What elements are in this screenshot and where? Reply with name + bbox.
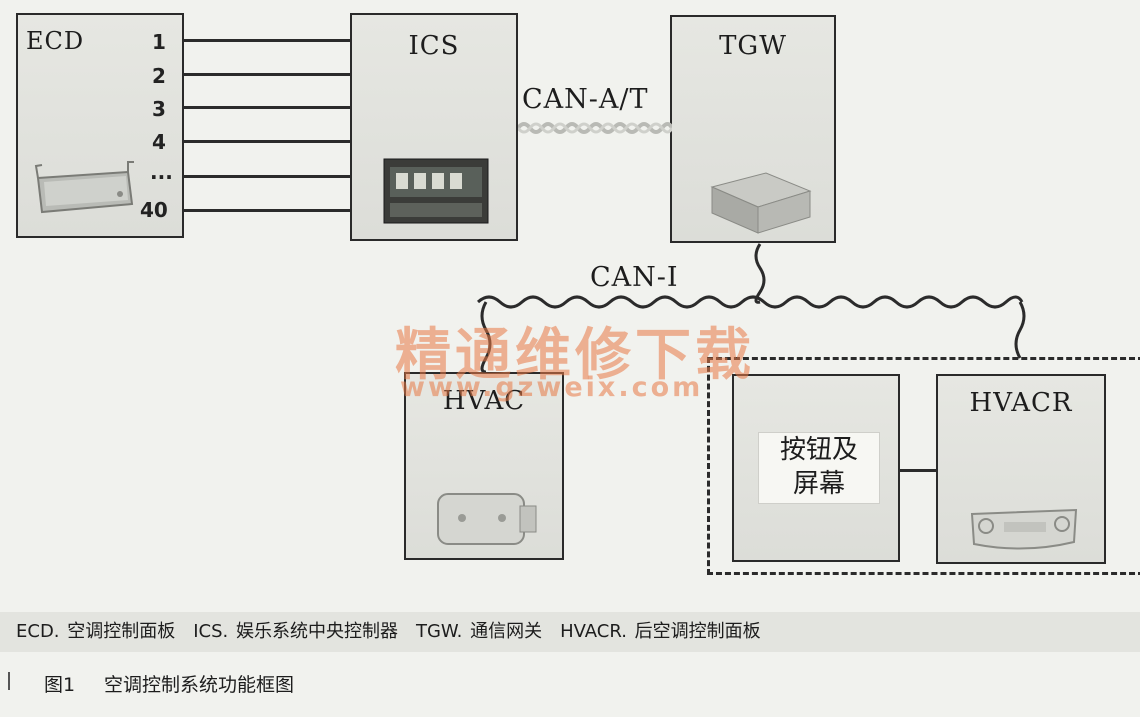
hvac-block: HVAC: [404, 372, 564, 560]
pin-wire-4: [184, 140, 352, 143]
pin-wire-1: [184, 39, 352, 42]
buttons-screen-label-line2: 屏幕: [792, 469, 845, 499]
ics-unit-image: [383, 158, 489, 224]
pin-3-label: 3: [152, 97, 166, 121]
tgw-label: TGW: [719, 31, 787, 61]
buttons-screen-label-line1: 按钮及: [779, 435, 858, 465]
watermark-url: www.gzweix.com: [400, 372, 704, 403]
can-i-label: CAN-I: [590, 262, 679, 293]
ics-block: ICS: [350, 13, 518, 241]
hvacr-block: HVACR: [936, 374, 1106, 564]
ecd-panel-image: [34, 161, 134, 214]
pin-wire-3: [184, 106, 352, 109]
figure-title: 空调控制系统功能框图: [104, 674, 295, 696]
buttons-to-hvacr-wire: [899, 469, 937, 472]
watermark-chinese: 精通维修下载: [395, 323, 755, 388]
can-at-wire: [518, 122, 672, 134]
pin-1-label: 1: [152, 30, 166, 54]
pin-wire-5: [184, 175, 352, 178]
caption-marker: [8, 672, 10, 690]
figure-number: 图1: [44, 674, 76, 696]
pin-ellipsis-label: ...: [150, 160, 173, 184]
hvac-label: HVAC: [442, 386, 526, 416]
ecd-block: ECD: [16, 13, 184, 238]
ecd-label: ECD: [26, 27, 85, 55]
ics-label: ICS: [408, 31, 460, 61]
pin-4-label: 4: [152, 130, 166, 154]
buttons-screen-label: 按钮及 屏幕: [758, 432, 880, 504]
pin-40-label: 40: [140, 198, 168, 222]
hvacr-label: HVACR: [969, 388, 1073, 418]
can-at-label: CAN-A/T: [522, 84, 649, 115]
hvac-module-image: [437, 493, 537, 545]
rear-climate-group: [707, 357, 1140, 575]
pin-2-label: 2: [152, 64, 166, 88]
pin-wire-2: [184, 73, 352, 76]
hvacr-panel-image: [970, 508, 1078, 550]
pin-wire-40: [184, 209, 352, 212]
legend: ECD. 空调控制面板 ICS. 娱乐系统中央控制器 TGW. 通信网关 HVA…: [0, 612, 1140, 652]
tgw-block: TGW: [670, 15, 836, 243]
tgw-module-image: [710, 172, 812, 234]
